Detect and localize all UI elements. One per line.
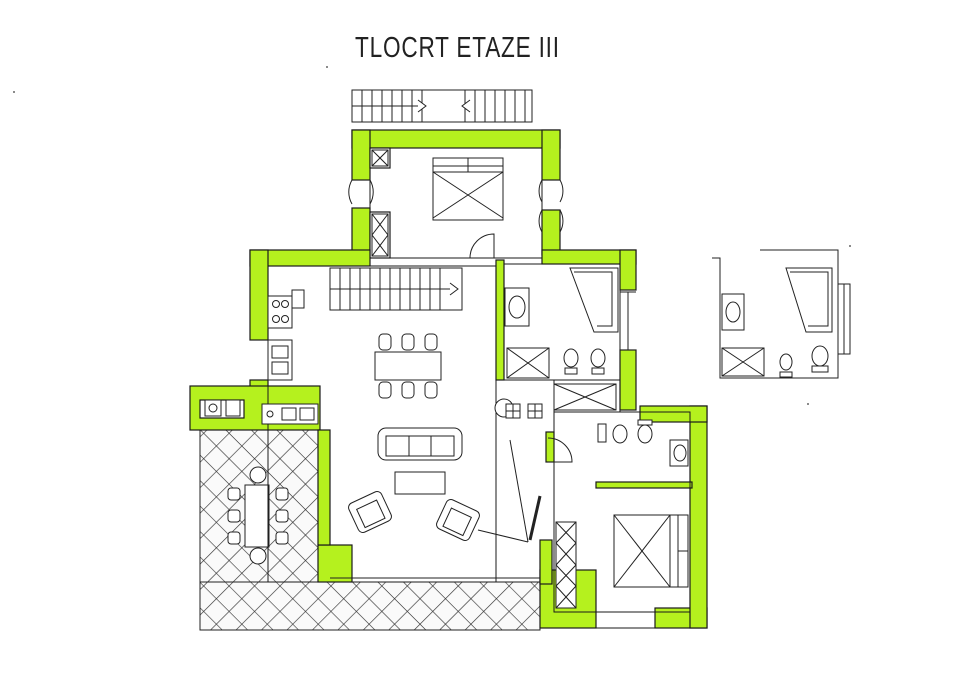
bathroom-detail <box>712 249 851 379</box>
stairs-north <box>351 89 533 123</box>
exterior-walls <box>189 129 708 629</box>
sliding-doors <box>330 439 542 579</box>
washer <box>494 398 543 419</box>
dining-set <box>374 333 442 399</box>
sofa <box>377 427 463 461</box>
terrace-dining-set <box>227 466 289 565</box>
shower-east <box>553 383 617 411</box>
stairs-interior <box>329 267 463 311</box>
coffee-table <box>394 471 446 495</box>
bathroom-east <box>597 419 689 467</box>
bathroom-north <box>504 267 636 379</box>
armchairs <box>348 491 480 541</box>
scan-specks <box>13 66 851 405</box>
window-doors <box>348 179 573 463</box>
bed-south <box>613 514 689 588</box>
bed-north <box>371 149 504 221</box>
kitchen-units <box>204 289 319 425</box>
wardrobe-south <box>555 521 577 609</box>
wardrobe-north <box>371 213 389 257</box>
